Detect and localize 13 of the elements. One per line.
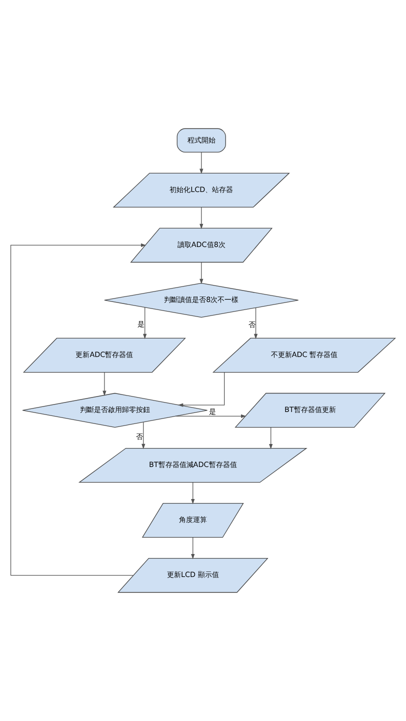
arrow bbox=[191, 482, 195, 504]
arrow bbox=[191, 537, 195, 560]
arrow bbox=[102, 372, 106, 396]
arrow bbox=[178, 372, 225, 407]
arrow bbox=[200, 206, 204, 230]
arrow bbox=[269, 427, 273, 450]
arrow bbox=[175, 414, 246, 418]
arrow bbox=[142, 422, 146, 450]
arrow bbox=[254, 308, 258, 340]
arrow bbox=[200, 262, 204, 284]
arrow bbox=[10, 243, 146, 576]
arrow bbox=[200, 152, 204, 174]
arrow bbox=[143, 307, 147, 340]
